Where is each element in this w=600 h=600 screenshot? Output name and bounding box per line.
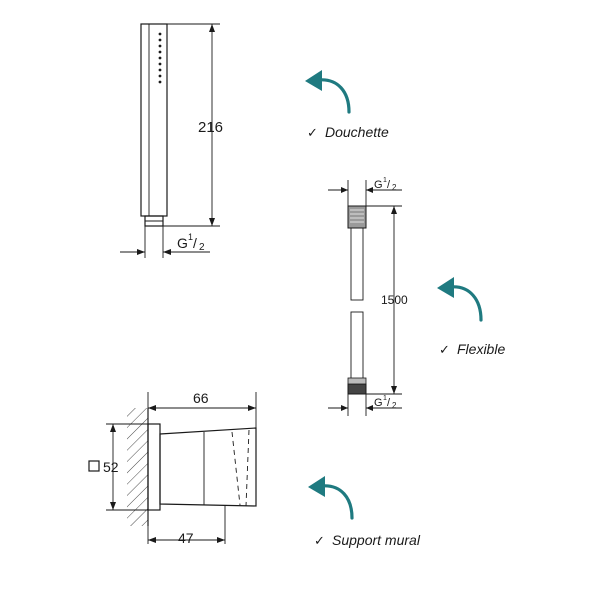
svg-text:2: 2	[199, 242, 205, 253]
handshower-drawing	[120, 23, 220, 258]
handshower-thread-label: G 1 / 2	[177, 232, 205, 253]
check-icon: ✓	[307, 125, 318, 140]
hose-top-thread-label: G 1 / 2	[374, 177, 397, 192]
svg-text:/: /	[387, 397, 391, 409]
handshower-nozzles	[158, 32, 162, 84]
douchette-label-group: ✓ Douchette	[307, 124, 389, 140]
handshower-body	[140, 23, 168, 217]
bracket-wall-plate	[147, 423, 161, 511]
svg-text:G: G	[177, 235, 188, 251]
bracket-holder-body	[159, 427, 257, 507]
svg-text:2: 2	[392, 401, 397, 410]
curved-arrow-icon	[308, 476, 354, 520]
flexible-label-group: ✓ Flexible	[439, 341, 505, 357]
bracket-drawing	[88, 392, 257, 544]
svg-text:G: G	[374, 179, 383, 191]
support-mural-label: Support mural	[332, 532, 421, 548]
douchette-label: Douchette	[325, 124, 389, 140]
bracket-square-label: 52	[103, 459, 119, 475]
flexible-label: Flexible	[457, 341, 505, 357]
hose-tube-bottom	[350, 311, 364, 385]
curved-arrow-icon	[437, 277, 483, 322]
svg-text:1: 1	[383, 177, 387, 184]
wall-hatch	[127, 408, 148, 526]
square-icon	[88, 460, 100, 472]
hose-length-label: 1500	[381, 293, 408, 307]
hose-bottom-nut	[347, 383, 367, 395]
support-mural-label-group: ✓ Support mural	[314, 532, 421, 548]
svg-text:2: 2	[392, 183, 397, 192]
svg-text:1: 1	[188, 232, 193, 242]
svg-text:/: /	[193, 235, 197, 251]
svg-text:1: 1	[383, 395, 387, 402]
hose-bottom-thread-label: G 1 / 2	[374, 395, 397, 410]
curved-arrow-icon	[305, 70, 351, 114]
check-icon: ✓	[314, 533, 325, 548]
handshower-height-label: 216	[198, 119, 223, 136]
svg-text:G: G	[374, 397, 383, 409]
hose-top-nut	[347, 205, 367, 229]
bracket-depth-label: 47	[178, 530, 194, 546]
svg-text:/: /	[387, 179, 391, 191]
check-icon: ✓	[439, 342, 450, 357]
hose-drawing	[328, 180, 402, 416]
hose-tube-top	[350, 227, 364, 301]
bracket-width-label: 66	[193, 390, 209, 406]
